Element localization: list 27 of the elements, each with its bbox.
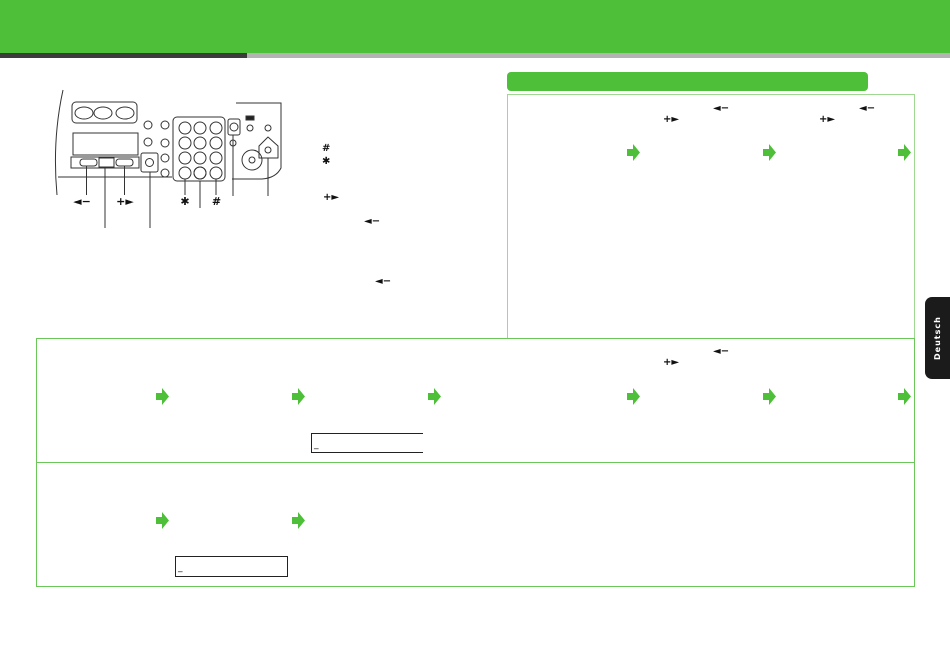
language-tab: Deutsch xyxy=(925,297,950,379)
lcd-display: _ xyxy=(311,433,423,453)
keypad-key xyxy=(178,166,192,180)
key-symbol: +► xyxy=(663,114,680,126)
key-symbol: ✱ xyxy=(322,156,330,168)
key-symbol: ◄− xyxy=(364,216,380,228)
callout-label: +► xyxy=(114,195,136,208)
lcd-display: _ xyxy=(175,556,288,577)
callout-label: ✱ xyxy=(179,195,191,208)
key-symbol: # xyxy=(322,143,330,155)
panel-button xyxy=(116,158,134,166)
key-symbol: +► xyxy=(663,357,680,369)
heading-bar xyxy=(507,72,868,91)
step-panel xyxy=(36,462,915,587)
leader-line xyxy=(124,166,125,196)
key-symbol: +► xyxy=(819,114,836,126)
key-symbol: ◄− xyxy=(859,103,876,115)
key-symbol: ◄− xyxy=(713,103,730,115)
callout-label: # xyxy=(210,195,223,208)
key-symbol: ◄− xyxy=(375,276,392,288)
callout-label: ◄− xyxy=(71,195,93,208)
keypad-key xyxy=(210,166,222,180)
leader-line xyxy=(184,178,186,196)
panel-button xyxy=(80,158,98,166)
key-symbol: +► xyxy=(323,192,340,204)
leader-line xyxy=(86,166,87,196)
key-symbol: ◄− xyxy=(713,346,730,358)
